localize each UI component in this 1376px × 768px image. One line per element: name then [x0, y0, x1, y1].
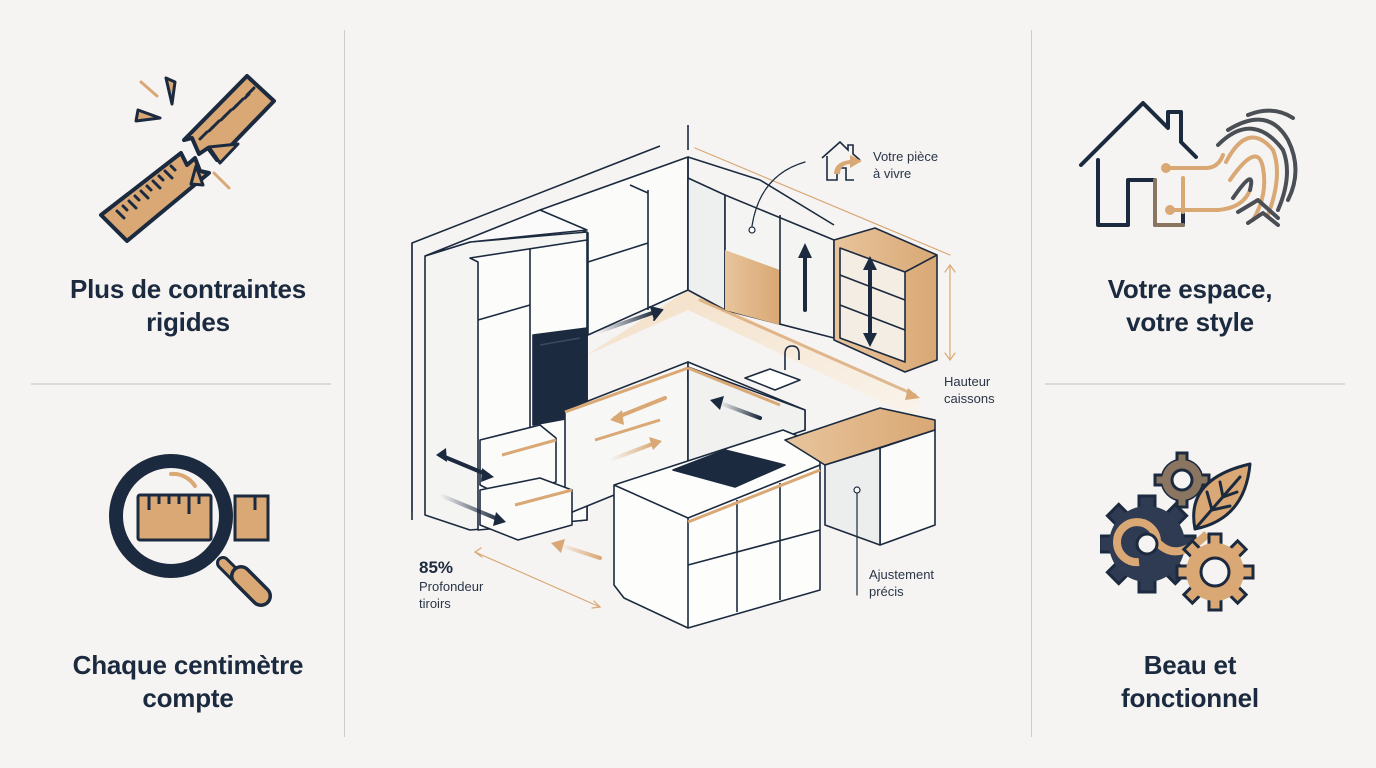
annotation-cabinet-height: Hauteur caissons	[944, 374, 995, 406]
annotation-drawer-depth: 85% Profondeur tiroirs	[419, 558, 529, 612]
magnifier-ruler-icon	[103, 448, 283, 628]
feature-title: Plus de contraintes rigides	[69, 274, 307, 337]
feature-no-rigid-constraints: Plus de contraintes rigides	[16, 0, 360, 384]
feature-your-space-your-style: Votre espace, votre style	[1018, 0, 1362, 384]
drawer-depth-value: 85%	[419, 558, 454, 577]
annotation-precise-fit: Ajustement précis	[869, 567, 935, 599]
feature-every-centimeter: Chaque centimètre compte	[16, 384, 360, 768]
house-fingerprint-icon	[1078, 100, 1308, 230]
feature-title: Beau et fonctionnel	[1121, 650, 1259, 713]
divider-right-horizontal	[1045, 383, 1345, 385]
divider-left	[344, 30, 345, 737]
house-arrow-icon	[821, 140, 862, 181]
divider-left-horizontal	[31, 383, 331, 385]
feature-beautiful-functional: Beau et fonctionnel	[1018, 384, 1362, 768]
isometric-kitchen-illustration	[411, 125, 956, 629]
feature-title: Votre espace, votre style	[1107, 274, 1273, 337]
divider-right	[1031, 30, 1032, 737]
kitchen-diagram: Votre pièce à vivre Hauteur caissons 85%…	[345, 0, 1031, 768]
gears-leaf-icon	[1100, 444, 1280, 624]
annotation-living-room-text: Votre pièce à vivre	[873, 149, 939, 181]
broken-ruler-icon	[96, 68, 286, 248]
feature-title: Chaque centimètre compte	[72, 650, 304, 713]
